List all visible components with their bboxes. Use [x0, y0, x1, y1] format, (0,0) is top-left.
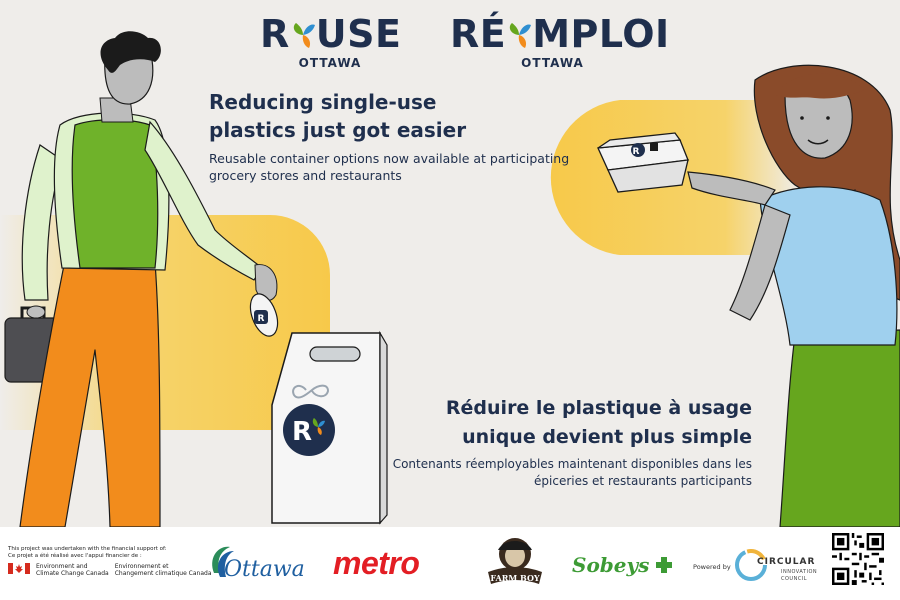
funding-statement: This project was undertaken with the fin… [8, 546, 167, 560]
poster-stage: R USE OTTAWA RÉ MPLOI OTTAWA Reducing sing… [0, 12, 900, 527]
french-headline-line-2: unique devient plus simple [462, 426, 752, 448]
woman-arm [687, 171, 776, 206]
circular-innovation-council-logo: CIRCULAR INNOVATION COUNCIL [733, 547, 825, 587]
sponsor-footer [0, 527, 900, 600]
sobeys-plus-icon [656, 557, 673, 573]
cup-logo-letter: R [258, 314, 265, 324]
reuse-return-bin: R [271, 330, 388, 525]
woman-blouse [759, 186, 898, 346]
woman-skirt [779, 329, 900, 527]
powered-by-label: Powered by [693, 563, 731, 571]
container-logo-letter: R [633, 147, 640, 157]
farm-boy-badge-icon [488, 538, 542, 584]
farm-boy-wordmark: FARM BOY [490, 573, 540, 583]
circular-name-2: INNOVATION [781, 569, 818, 575]
ottawa-wordmark: Ottawa [224, 557, 305, 582]
funding-statement-en: This project was undertaken with the fin… [8, 546, 167, 552]
french-subline: Contenants réemployables maintenant disp… [380, 456, 752, 490]
woman-illustration: R [597, 64, 900, 527]
reuse-ottawa-logo: R USE OTTAWA [260, 12, 402, 70]
circular-name-3: COUNCIL [781, 576, 808, 582]
logo-word: USE [315, 12, 402, 56]
english-subline: Reusable container options now available… [209, 150, 569, 184]
sobeys-wordmark: Sobeys [572, 553, 650, 577]
circular-ring-icon [735, 549, 767, 581]
french-subline-line-2: épiceries et restaurants participants [534, 474, 752, 488]
english-headline-line-2: plastics just got easier [209, 118, 467, 142]
leaf-icon [510, 23, 532, 48]
remploi-ottawa-logo: RÉ MPLOI OTTAWA [450, 12, 669, 70]
man-hair [100, 31, 161, 73]
english-subline-line-1: Reusable container options now available… [209, 151, 570, 166]
sobeys-logo: Sobeys [572, 553, 673, 577]
funding-statement-fr: Ce projet a été réalisé avec l'appui fin… [8, 553, 142, 559]
french-headline: Réduire le plastique à usage unique devi… [380, 394, 752, 452]
logo-letter: R [260, 12, 290, 56]
english-subline-line-2: grocery stores and restaurants [209, 168, 402, 183]
french-headline-line-1: Réduire le plastique à usage [445, 397, 752, 419]
bin-logo-letter: R [292, 417, 312, 447]
english-headline-line-1: Reducing single-use [209, 90, 437, 114]
dept-name-fr-2: Changement climatique Canada [114, 570, 212, 577]
english-headline: Reducing single-use plastics just got ea… [209, 88, 466, 144]
qr-code[interactable] [832, 533, 884, 585]
dept-name-fr-1: Environnement et [114, 563, 169, 570]
ottawa-swoosh-icon [212, 546, 234, 577]
logo-city: OTTAWA [298, 56, 362, 70]
man-illustration: R [4, 31, 279, 527]
logo-word: MPLOI [532, 12, 670, 56]
dept-name-en-2: Climate Change Canada [36, 570, 109, 577]
government-of-canada-logo: Environment and Climate Change Canada En… [8, 563, 212, 577]
logo-letters: RÉ [450, 12, 507, 56]
man-vest [71, 119, 159, 269]
man-front-arm [144, 120, 263, 281]
canada-flag-icon [8, 563, 30, 574]
leaf-icon [293, 23, 315, 48]
logo-city: OTTAWA [521, 56, 584, 70]
circular-name-1: CIRCULAR [757, 557, 816, 567]
dept-name-en-1: Environment and [36, 563, 88, 570]
french-subline-line-1: Contenants réemployables maintenant disp… [392, 457, 752, 471]
metro-logo: metro [333, 545, 420, 581]
farm-boy-logo: FARM BOY [484, 534, 546, 594]
man-pants [19, 259, 161, 527]
